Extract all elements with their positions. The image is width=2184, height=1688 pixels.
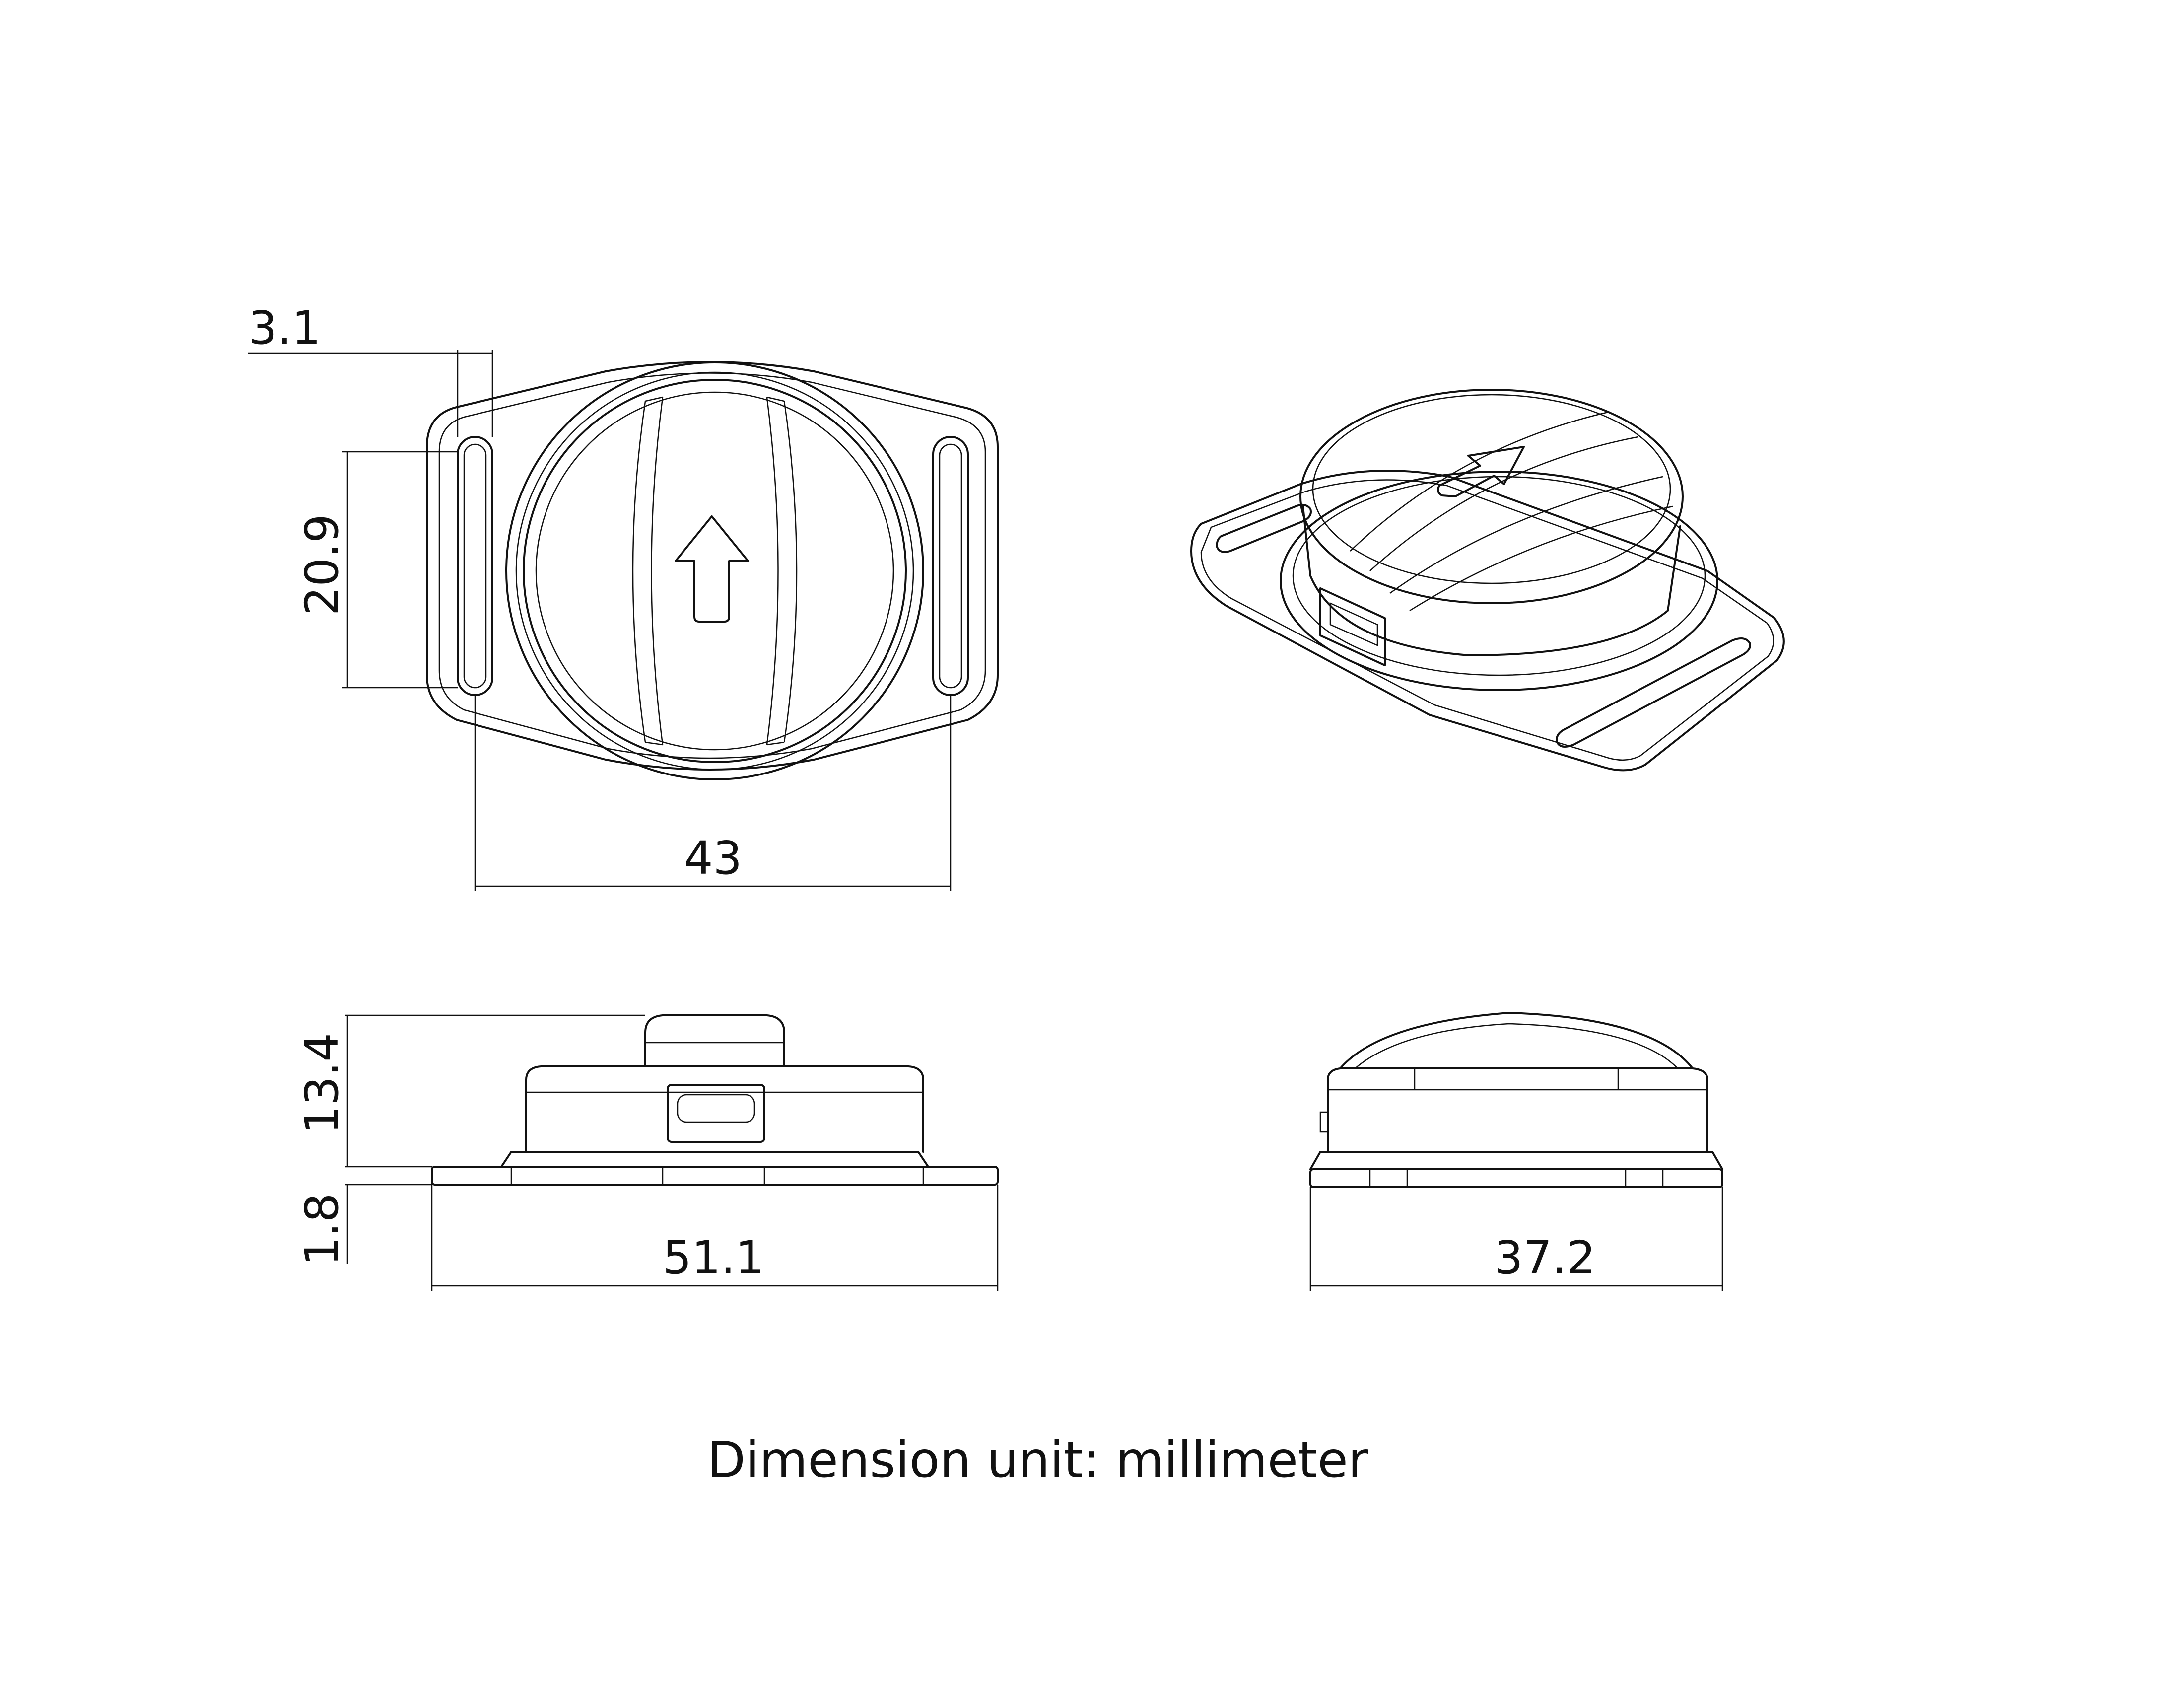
iso-grip-groove-1 xyxy=(1350,411,1638,571)
side-view-dimensions: 37.2 xyxy=(1309,1187,1723,1291)
iso-plate-inner xyxy=(1200,479,1774,761)
front-view xyxy=(431,1014,999,1186)
dial-ring-3 xyxy=(523,379,907,763)
dial-outer-ring xyxy=(505,361,924,780)
dial-ring-4 xyxy=(535,391,894,751)
top-view-plate-outline xyxy=(426,361,999,771)
front-usb-inner xyxy=(677,1094,755,1123)
side-flange xyxy=(1309,1151,1723,1170)
iso-right-slot xyxy=(1556,637,1751,748)
iso-dome-top-inner xyxy=(1312,394,1671,584)
iso-left-slot xyxy=(1216,503,1312,553)
iso-usb-inner xyxy=(1329,602,1378,646)
dim-overall-width: 37.2 xyxy=(1494,1231,1596,1284)
iso-dome-side xyxy=(1302,505,1681,656)
right-strap-slot-inner xyxy=(939,443,962,689)
side-dome xyxy=(1339,1012,1694,1069)
dim-slot-spacing: 43 xyxy=(684,832,742,885)
dim-slot-width: 3.1 xyxy=(248,301,321,354)
iso-collar xyxy=(1280,471,1718,691)
front-body xyxy=(525,1065,924,1153)
dim-base-thickness: 1.8 xyxy=(295,1194,348,1266)
front-view-dimensions: 13.4 1.8 51.1 xyxy=(295,1014,999,1291)
top-view-plate-inner xyxy=(438,372,986,759)
side-view xyxy=(1309,1012,1723,1188)
arrow-up-icon xyxy=(675,515,749,623)
top-view-dimensions: 3.1 20.9 43 xyxy=(248,301,952,891)
dim-body-height: 13.4 xyxy=(295,1033,348,1134)
front-base-plate xyxy=(431,1166,999,1186)
dial-grip-ridge-right xyxy=(766,396,798,746)
isometric-view xyxy=(1190,389,1785,772)
left-strap-slot xyxy=(457,436,493,696)
top-view xyxy=(426,361,999,780)
side-usb-edge xyxy=(1319,1111,1329,1133)
left-strap-slot-inner xyxy=(463,443,487,689)
usb-port-icon xyxy=(667,1084,765,1143)
dim-overall-length: 51.1 xyxy=(663,1231,764,1284)
dial-ring-2 xyxy=(515,371,914,771)
usb-port-icon xyxy=(1319,587,1386,666)
arrow-up-icon xyxy=(1436,446,1525,497)
iso-grip-groove-2 xyxy=(1389,476,1673,612)
dim-slot-length: 20.9 xyxy=(295,514,348,616)
iso-plate-outline xyxy=(1190,470,1785,772)
front-cap xyxy=(644,1014,785,1067)
side-base-plate xyxy=(1309,1168,1723,1188)
side-dome-inner xyxy=(1355,1023,1678,1069)
iso-collar-inner xyxy=(1292,476,1706,676)
side-body xyxy=(1327,1067,1708,1153)
right-strap-slot xyxy=(932,436,969,696)
dial-grip-ridge-left xyxy=(632,396,664,746)
front-flange xyxy=(500,1151,929,1168)
iso-dome-top xyxy=(1299,389,1684,604)
dimension-unit-note: Dimension unit: millimeter xyxy=(707,1431,1369,1489)
